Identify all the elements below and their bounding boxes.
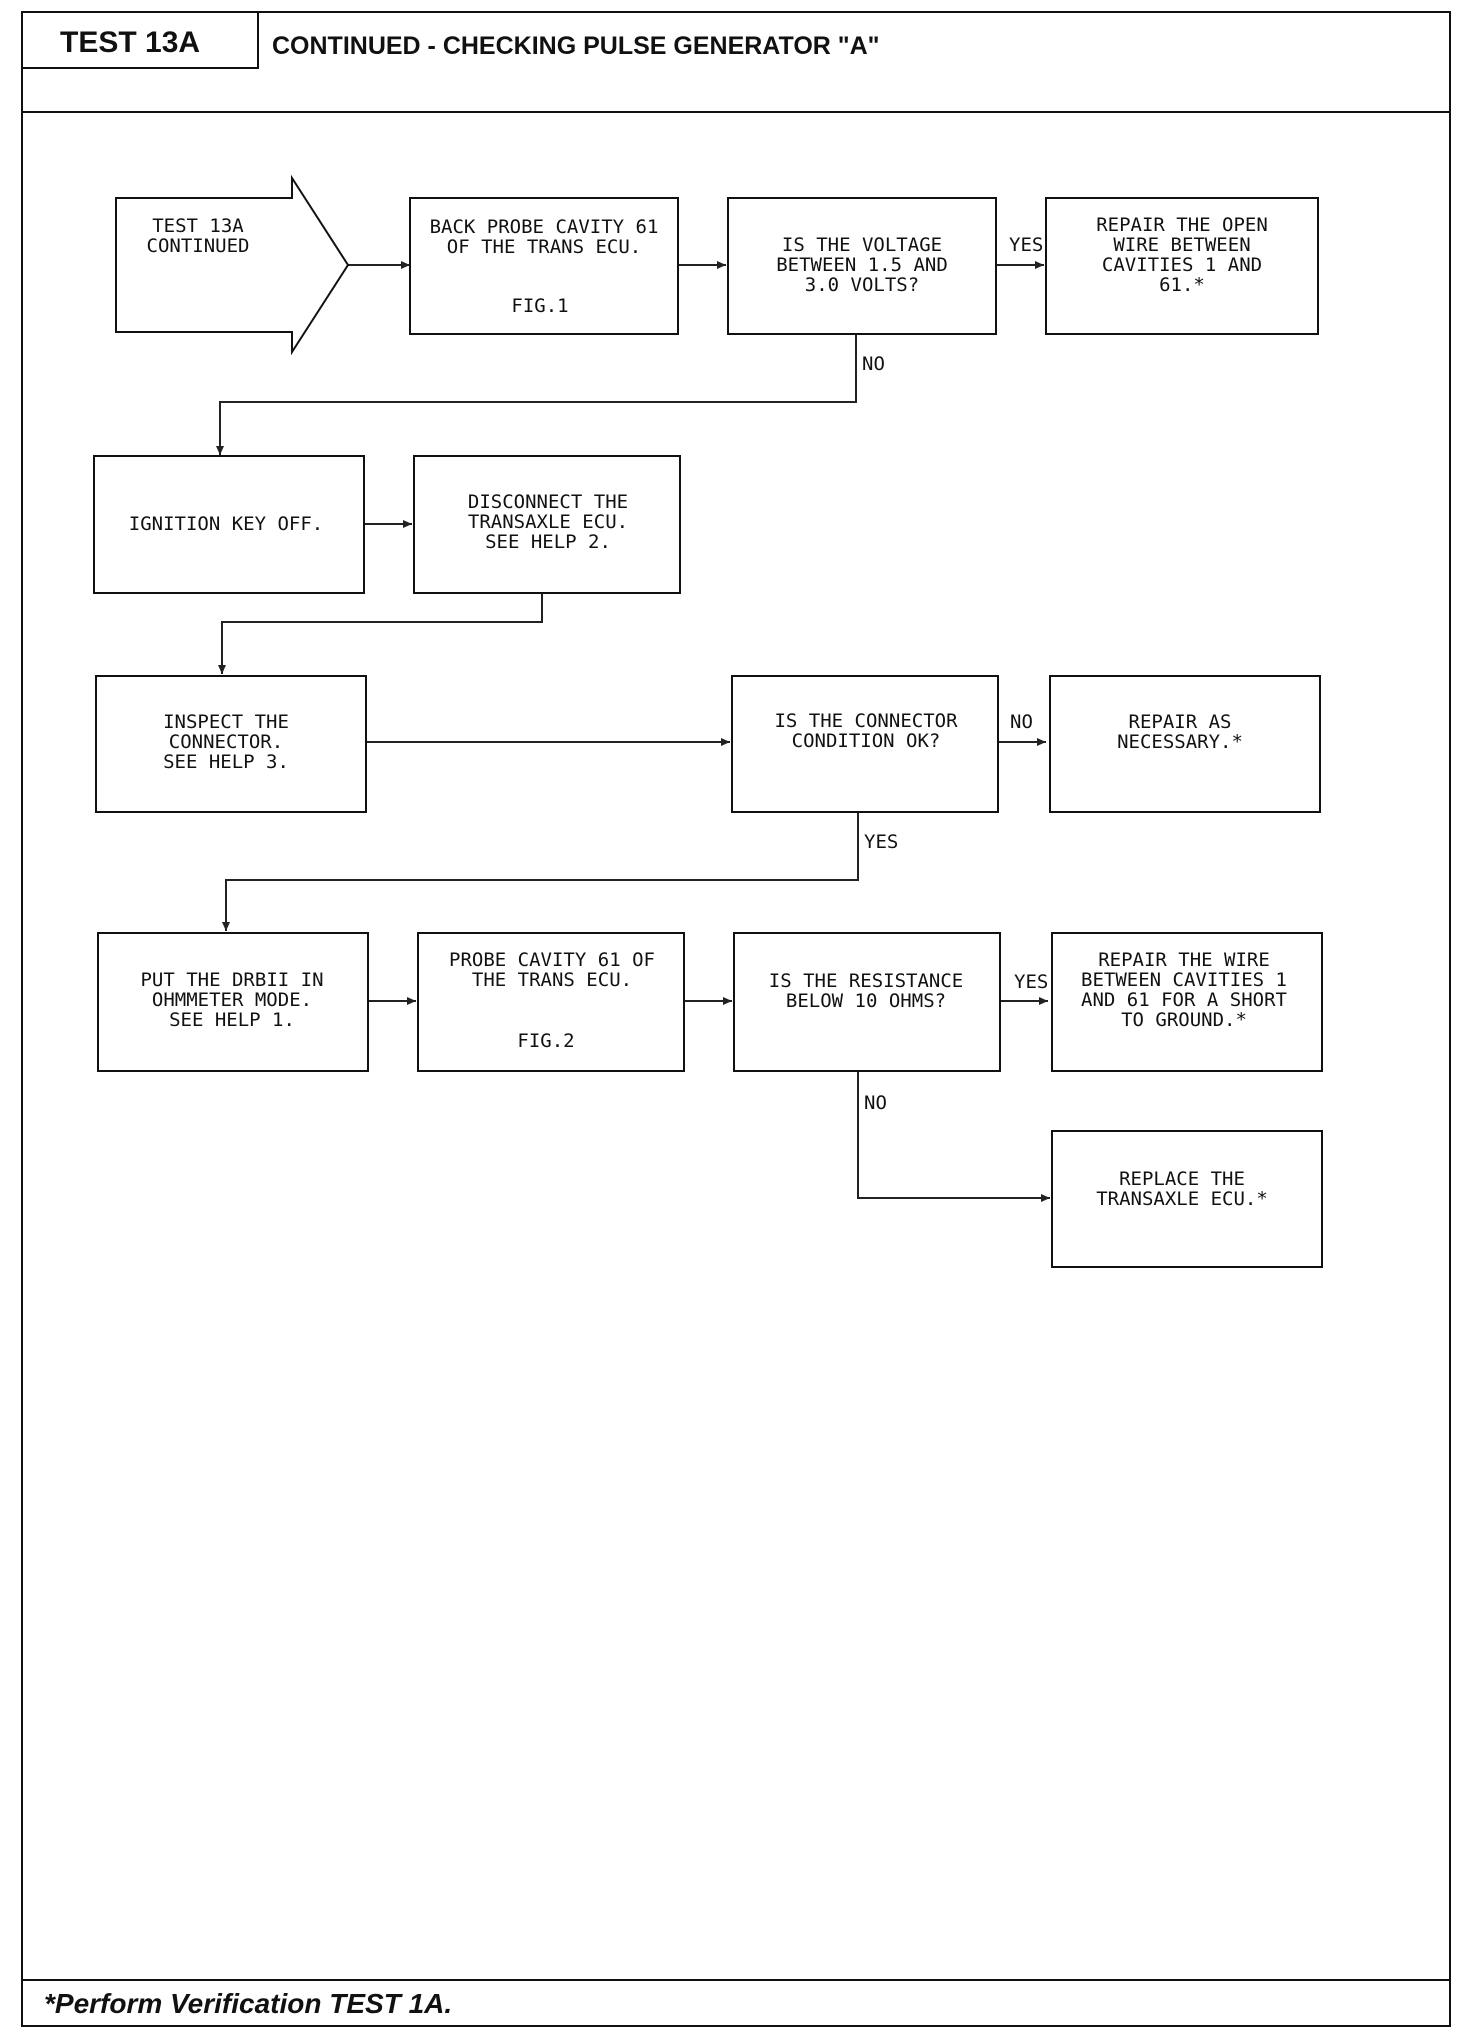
label-voltage-no: NO <box>862 353 885 375</box>
voltage-question-box <box>727 197 997 335</box>
voltage-line-2: BETWEEN 1.5 AND <box>776 254 948 276</box>
repair-necessary-line-2: NECESSARY.* <box>1117 731 1243 753</box>
disconnect-line-3: SEE HELP 2. <box>485 531 611 553</box>
resistance-line-2: BELOW 10 OHMS? <box>786 990 946 1012</box>
repair-short-line-3: AND 61 FOR A SHORT <box>1081 989 1287 1011</box>
connector-line-2: CONDITION OK? <box>792 730 941 752</box>
repair-open-line-2: WIRE BETWEEN <box>1113 234 1250 256</box>
repair-open-line-1: REPAIR THE OPEN <box>1096 214 1268 236</box>
probe-box <box>417 932 685 1072</box>
put-drb-line-1: PUT THE DRBII IN <box>140 969 323 991</box>
voltage-line-1: IS THE VOLTAGE <box>782 234 942 256</box>
repair-short-box <box>1051 932 1323 1072</box>
back-probe-fig: FIG.1 <box>511 295 568 317</box>
start-line-2: CONTINUED <box>147 235 250 257</box>
arrow-resistance-no <box>857 1070 1050 1202</box>
inspect-line-2: CONNECTOR. <box>169 731 283 753</box>
arrow-connector-yes <box>222 811 859 931</box>
replace-ecu-box <box>1051 1130 1323 1268</box>
start-arrow-shape <box>115 174 350 356</box>
put-drb-line-2: OHMMETER MODE. <box>152 989 312 1011</box>
repair-short-line-1: REPAIR THE WIRE <box>1098 949 1270 971</box>
inspect-line-3: SEE HELP 3. <box>163 751 289 773</box>
test-label-box <box>21 11 259 69</box>
probe-fig: FIG.2 <box>517 1030 574 1052</box>
repair-open-box <box>1045 197 1319 335</box>
repair-short-line-4: TO GROUND.* <box>1121 1009 1247 1031</box>
connector-question-box <box>731 675 999 813</box>
label-connector-yes: YES <box>864 831 898 853</box>
repair-necessary-box <box>1049 675 1321 813</box>
back-probe-box <box>409 197 679 335</box>
replace-ecu-line-1: REPLACE THE <box>1119 1168 1245 1190</box>
replace-ecu-line-2: TRANSAXLE ECU.* <box>1096 1188 1268 1210</box>
ignition-off-box <box>93 455 365 594</box>
resistance-line-1: IS THE RESISTANCE <box>769 970 963 992</box>
label-voltage-yes: YES <box>1009 234 1043 256</box>
disconnect-line-2: TRANSAXLE ECU. <box>468 511 628 533</box>
repair-short-line-2: BETWEEN CAVITIES 1 <box>1081 969 1287 991</box>
probe-line-1: PROBE CAVITY 61 OF <box>449 949 655 971</box>
disconnect-line-1: DISCONNECT THE <box>468 491 628 513</box>
start-text: TEST 13A CONTINUED <box>147 215 250 257</box>
repair-open-line-4: 61.* <box>1159 274 1205 296</box>
test-label: TEST 13A <box>60 26 200 59</box>
inspect-line-1: INSPECT THE <box>163 711 289 733</box>
resistance-question-box <box>733 932 1001 1072</box>
arrow-disconnect-to-inspect <box>218 593 543 674</box>
put-drb-box <box>97 932 369 1072</box>
repair-necessary-line-1: REPAIR AS <box>1129 711 1232 733</box>
back-probe-line-2: OF THE TRANS ECU. <box>447 236 641 258</box>
label-resistance-no: NO <box>864 1092 887 1114</box>
back-probe-line-1: BACK PROBE CAVITY 61 <box>430 216 659 238</box>
repair-open-line-3: CAVITIES 1 AND <box>1102 254 1262 276</box>
connector-line-1: IS THE CONNECTOR <box>774 710 958 732</box>
start-line-1: TEST 13A <box>152 215 244 237</box>
probe-line-2: THE TRANS ECU. <box>472 969 632 991</box>
disconnect-box <box>413 455 681 594</box>
inspect-box <box>95 675 367 813</box>
voltage-line-3: 3.0 VOLTS? <box>805 274 919 296</box>
put-drb-line-3: SEE HELP 1. <box>169 1009 295 1031</box>
page-title: CONTINUED - CHECKING PULSE GENERATOR "A" <box>272 32 880 60</box>
footer-note: *Perform Verification TEST 1A. <box>44 1988 452 2019</box>
arrow-voltage-no <box>216 335 857 455</box>
page-frame <box>21 11 1451 2027</box>
ignition-off-line-1: IGNITION KEY OFF. <box>129 513 323 535</box>
label-connector-no: NO <box>1010 711 1033 733</box>
label-resistance-yes: YES <box>1014 971 1048 993</box>
